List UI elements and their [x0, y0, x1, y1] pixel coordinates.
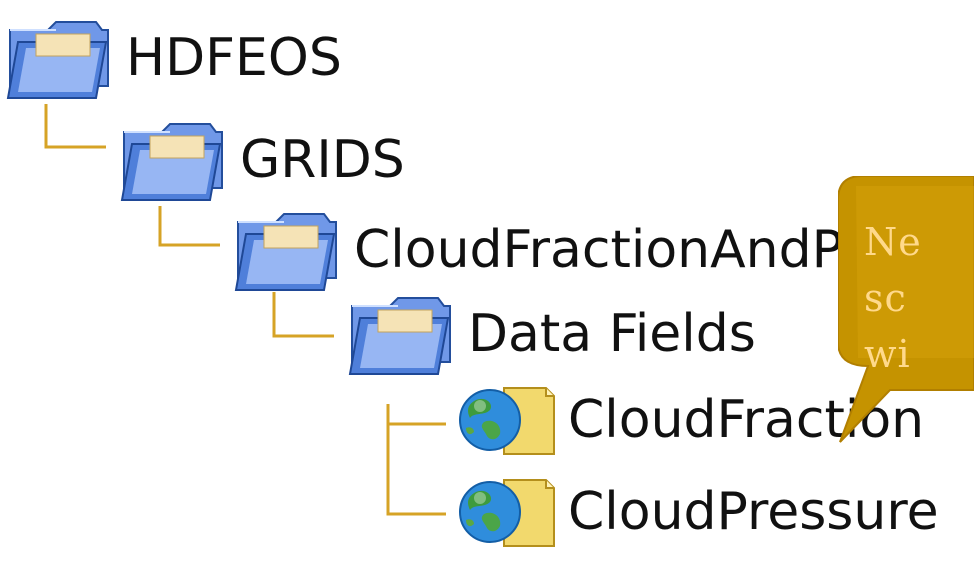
- folder-icon: [6, 21, 109, 99]
- tree-node-label: GRIDS: [240, 130, 405, 190]
- tree-node-label: CloudFractionAndP: [354, 220, 843, 280]
- connector-grids-cloudfractionandp: [158, 206, 220, 247]
- tree-node-grids[interactable]: GRIDS: [116, 116, 405, 204]
- connector-datafields-cloudpressure: [386, 424, 446, 516]
- tree-node-cloudfraction[interactable]: CloudFraction: [452, 376, 924, 464]
- connector-hdfeos-grids: [44, 104, 106, 149]
- tree-node-label: HDFEOS: [126, 28, 342, 88]
- folder-icon: [120, 123, 223, 201]
- tree-node-cloudpressure[interactable]: CloudPressure: [452, 468, 939, 556]
- connector-datafields-cloudfraction: [386, 404, 446, 426]
- globe-document-icon: [459, 479, 555, 547]
- tree-node-cloudfractionandp[interactable]: CloudFractionAndP: [230, 206, 843, 294]
- folder-icon: [234, 213, 337, 291]
- tree-node-data-fields[interactable]: Data Fields: [344, 290, 756, 378]
- folder-icon: [348, 297, 451, 375]
- tree-node-label: CloudPressure: [568, 482, 939, 542]
- globe-document-icon: [459, 387, 555, 455]
- tree-node-label: CloudFraction: [568, 390, 925, 450]
- tree-node-hdfeos[interactable]: HDFEOS: [2, 14, 342, 102]
- tree-node-label: Data Fields: [468, 304, 756, 364]
- connector-cloudfractionandp-datafields: [272, 292, 334, 338]
